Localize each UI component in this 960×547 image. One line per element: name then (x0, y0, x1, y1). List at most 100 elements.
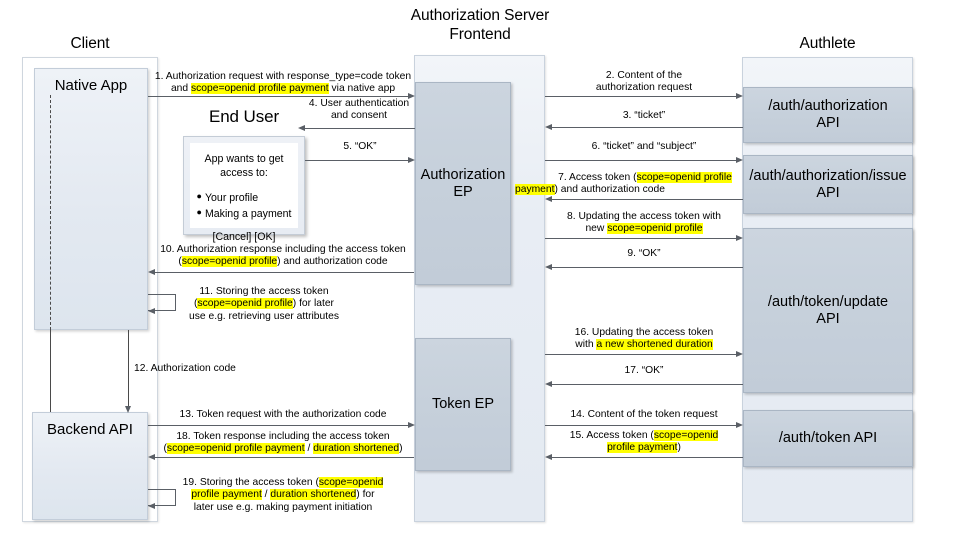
node-native-app[interactable]: Native App (34, 68, 148, 330)
message-1-arrowhead (408, 92, 415, 99)
message-11-arrowhead (148, 307, 155, 314)
message-1-line (148, 96, 408, 97)
message-4-label: 4. User authentication and consent (308, 98, 410, 122)
consent-dialog-heading-line2: access to: (220, 166, 268, 179)
node-token-ep[interactable]: Token EP (415, 338, 511, 471)
message-13-label: 13. Token request with the authorization… (179, 409, 387, 420)
message-12-arrowhead (124, 406, 131, 413)
message-5-arrowhead (408, 156, 415, 163)
highlight-scope: scope=openid profile (181, 256, 278, 268)
message-19-label: 19. Storing the access token (scope=open… (182, 477, 384, 513)
message-10-arrowhead (148, 268, 155, 275)
consent-dialog-scope-list: ●Your profile ●Making a payment (197, 189, 292, 221)
highlight-duration: duration shortened (270, 489, 357, 501)
message-4-arrowhead (298, 124, 305, 131)
message-7-label: 7. Access token (scope=openid profile pa… (515, 172, 732, 196)
message-17-line (552, 384, 743, 385)
consent-dialog[interactable]: App wants to get access to: ●Your profil… (183, 136, 305, 243)
consent-dialog-scope-item: ●Your profile (196, 191, 259, 204)
node-authorization-ep-label: Authorization EP (420, 166, 506, 200)
native-app-lifeline (50, 95, 51, 330)
highlight-scope: scope=openid (318, 477, 384, 488)
highlight-scope: profile payment (191, 489, 262, 501)
node-backend-api[interactable]: Backend API (32, 412, 148, 520)
message-18-label: 18. Token response including the access … (163, 431, 403, 455)
message-7-line (552, 199, 743, 200)
message-6-label: 6. “ticket” and “subject” (591, 141, 697, 152)
native-app-lifeline-continuation (50, 330, 51, 413)
consent-dialog-heading-line1: App wants to get (204, 153, 284, 165)
message-14-line (545, 425, 736, 426)
message-16-arrowhead (736, 350, 743, 357)
node-backend-api-label: Backend API (47, 421, 133, 438)
message-14-arrowhead (736, 421, 743, 428)
message-3-line (552, 127, 743, 128)
bullet-icon: ● (196, 207, 202, 217)
node-auth-token-update-api-label: /auth/token/update API (767, 293, 889, 327)
node-authorization-ep[interactable]: Authorization EP (415, 82, 511, 285)
message-19-arrowhead (148, 502, 155, 509)
node-token-ep-label: Token EP (431, 396, 495, 412)
node-auth-authorization-api[interactable]: /auth/authorization API (743, 87, 913, 143)
highlight-duration: a new shortened duration (596, 339, 713, 351)
message-16-label: 16. Updating the access token with a new… (574, 327, 714, 351)
message-5-label: 5. “OK” (343, 141, 377, 152)
message-18-arrowhead (148, 453, 155, 460)
message-6-line (545, 160, 736, 161)
message-10-line (155, 272, 414, 273)
consent-dialog-buttons[interactable]: [Cancel] [OK] (212, 230, 276, 243)
message-11-label: 11. Storing the access token (scope=open… (189, 286, 339, 322)
highlight-scope: scope=openid profile (636, 172, 732, 183)
message-9-label: 9. “OK” (627, 248, 661, 259)
message-18-line (155, 457, 414, 458)
message-13-line (148, 425, 408, 426)
message-8-label: 8. Updating the access token with new sc… (567, 211, 721, 235)
highlight-scope: payment (515, 184, 555, 196)
message-2-label: 2. Content of the authorization request (595, 70, 693, 94)
node-auth-authorization-api-label: /auth/authorization API (768, 98, 888, 131)
node-auth-token-api-label: /auth/token API (778, 430, 878, 446)
message-3-label: 3. “ticket” (622, 110, 666, 121)
message-12-line (128, 330, 129, 408)
highlight-duration: duration shortened (313, 443, 400, 455)
consent-dialog-body: App wants to get access to: ●Your profil… (190, 143, 298, 243)
message-14-label: 14. Content of the token request (570, 409, 718, 420)
message-3-arrowhead (545, 123, 552, 130)
message-7-arrowhead (545, 195, 552, 202)
node-auth-authorization-issue-api-label: /auth/authorization/issue API (749, 167, 907, 201)
consent-dialog-scope-item: ●Making a payment (196, 207, 292, 220)
message-15-arrowhead (545, 453, 552, 460)
message-9-line (552, 267, 743, 268)
message-4-line (305, 128, 415, 129)
message-17-arrowhead (545, 380, 552, 387)
message-10-label: 10. Authorization response including the… (160, 244, 406, 268)
message-17-label: 17. “OK” (624, 365, 664, 376)
node-auth-token-update-api[interactable]: /auth/token/update API (743, 228, 913, 393)
message-15-label: 15. Access token (scope=openid profile p… (569, 430, 719, 454)
highlight-scope: profile payment (607, 442, 678, 454)
message-8-arrowhead (736, 234, 743, 241)
message-9-arrowhead (545, 263, 552, 270)
message-8-line (545, 238, 736, 239)
message-5-line (305, 160, 408, 161)
message-16-line (545, 354, 736, 355)
message-2-line (545, 96, 736, 97)
message-19-self-loop (148, 489, 176, 506)
bullet-icon: ● (196, 191, 202, 201)
highlight-scope: scope=openid profile payment (190, 83, 329, 95)
column-title-end-user: End User (208, 107, 280, 126)
node-auth-authorization-issue-api[interactable]: /auth/authorization/issue API (743, 155, 913, 214)
node-auth-token-api[interactable]: /auth/token API (743, 410, 913, 467)
column-title-authorization-server: Authorization Server Frontend (410, 7, 550, 43)
message-1-label: 1. Authorization request with response_t… (154, 71, 412, 95)
highlight-scope: scope=openid profile payment (166, 443, 305, 455)
message-15-line (552, 457, 743, 458)
message-6-arrowhead (736, 156, 743, 163)
highlight-scope: scope=openid (653, 430, 719, 441)
highlight-scope: scope=openid profile (607, 223, 703, 235)
column-title-client: Client (70, 35, 110, 52)
message-2-arrowhead (736, 92, 743, 99)
message-11-self-loop (148, 294, 176, 311)
node-native-app-label: Native App (54, 77, 128, 94)
